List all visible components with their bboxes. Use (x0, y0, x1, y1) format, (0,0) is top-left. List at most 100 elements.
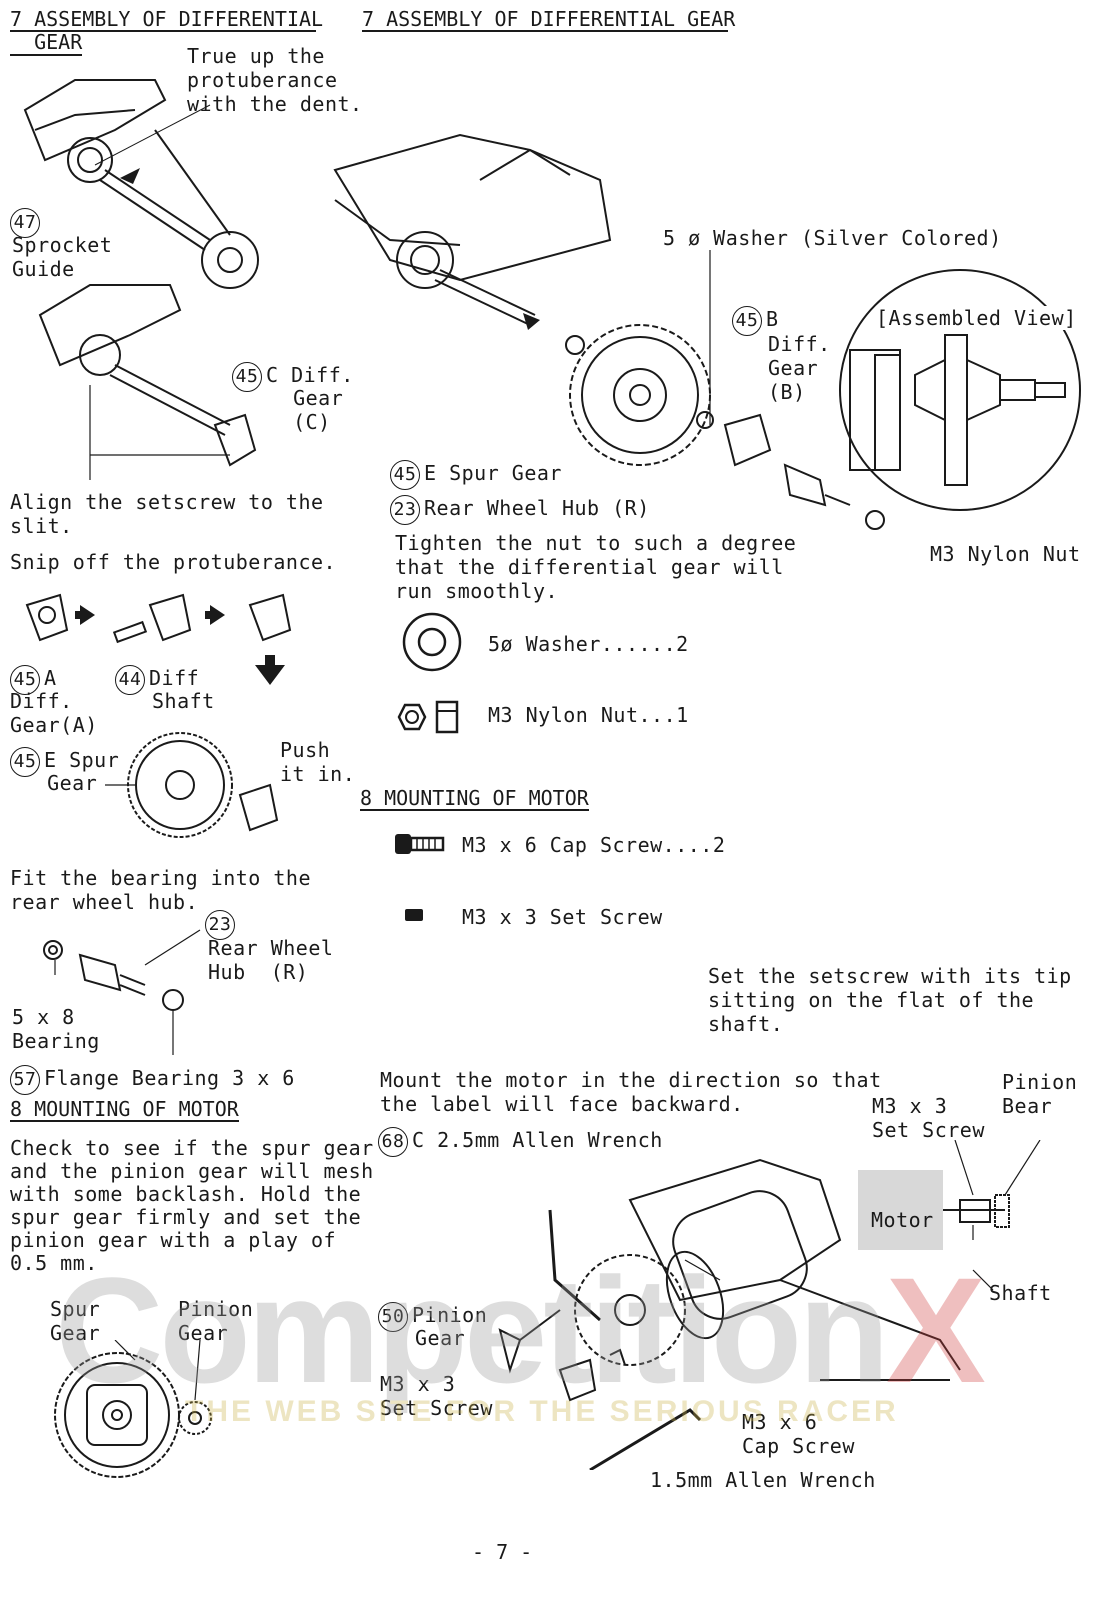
rear-hub-text: Rear Wheel Hub (R) (424, 496, 650, 520)
pinion-label-1: Pinion (178, 1297, 254, 1321)
pinion-bear-label-1: Pinion (1002, 1070, 1078, 1094)
part-number-45e: 45 (10, 747, 40, 777)
pinion-label-2: Gear (178, 1321, 229, 1345)
m3x3-label-1: M3 x 3 (872, 1094, 948, 1118)
push-note-1: Push (280, 738, 331, 762)
diff-gear-b-label-4: (B) (768, 380, 806, 404)
left-heading2: 8 MOUNTING OF MOTOR (10, 1097, 239, 1122)
diff-gear-c-label-3: (C) (268, 410, 331, 434)
check-note-3: with some backlash. Hold the (10, 1182, 362, 1206)
diff-gear-b-letter: B (766, 307, 779, 331)
small-wrench-label: 1.5mm Allen Wrench (650, 1468, 876, 1492)
diff-gear-a-letter: A (44, 666, 57, 690)
nylon-nut-label: M3 Nylon Nut (930, 542, 1081, 566)
part-number-57: 57 (10, 1065, 40, 1095)
diff-gear-a-label-3: Gear(A) (10, 713, 98, 737)
left-heading-line1: 7 ASSEMBLY OF DIFFERENTIAL (10, 7, 324, 32)
spur-e-label-2: Gear (22, 771, 98, 795)
m3x3-label-2: Set Screw (872, 1118, 985, 1142)
part-number-45c: 45 (232, 362, 262, 392)
differential-exploded-figure (333, 133, 885, 530)
shaft-label: Shaft (989, 1281, 1052, 1305)
bearing-note-1: Fit the bearing into the (10, 866, 311, 890)
spur-pinion-mesh-figure (54, 1340, 212, 1478)
note-protuberance-2: protuberance (187, 68, 338, 92)
part-number-47: 47 (10, 208, 40, 238)
m3x3-lower-label-1: M3 x 3 (380, 1372, 456, 1396)
mount-note-2: the label will face backward. (380, 1092, 744, 1116)
note-protuberance-1: True up the (187, 44, 325, 68)
diff-shaft-label-2: Shaft (152, 689, 215, 713)
hub-bearing-figure (43, 929, 201, 1055)
m3x3-lower-label-2: Set Screw (380, 1396, 493, 1420)
setscrew-note-1: Set the setscrew with its tip (708, 964, 1072, 988)
hub-num: 23 (205, 910, 239, 940)
check-note-2: and the pinion gear will mesh (10, 1159, 374, 1183)
bearing-label-2: Bearing (12, 1029, 100, 1053)
cap-screw-qty: M3 x 6 Cap Screw....2 (462, 833, 726, 857)
washer-label: 5 ø Washer (Silver Colored) (663, 226, 1002, 250)
sprocket-assembly-figure (23, 79, 259, 289)
right-heading2: 8 MOUNTING OF MOTOR (360, 786, 589, 811)
check-note-1: Check to see if the spur gear (10, 1136, 374, 1160)
washer-qty: 5ø Washer......2 (488, 632, 689, 656)
snip-note: Snip off the protuberance. (10, 550, 337, 574)
part-number-45a: 45 (10, 665, 40, 695)
sprocket-guide-label-1: Sprocket (12, 233, 113, 257)
pinion-bear-label-2: Bear (1002, 1094, 1053, 1118)
motor-detail-figure (858, 1140, 1041, 1290)
align-note-2: slit. (10, 514, 73, 538)
flange-text: Flange Bearing 3 x 6 (44, 1066, 295, 1090)
diff-gear-a-label-2: Diff. (10, 689, 73, 713)
setscrew-note-2: sitting on the flat of the (708, 988, 1035, 1012)
sprocket-guide-label-2: Guide (12, 257, 75, 281)
spur-e-text: E Spur (44, 748, 120, 772)
sprocket-guide-num: 47 (10, 208, 44, 238)
cap-screw-label-1: M3 x 6 (742, 1410, 818, 1434)
part-number-50: 50 (378, 1302, 408, 1332)
spur-label-1: Spur (50, 1297, 101, 1321)
motor-mounting-figure (498, 1158, 961, 1470)
part-number-45e-right: 45 (390, 460, 420, 490)
tighten-note-3: run smoothly. (395, 579, 559, 603)
push-note-2: it in. (280, 762, 356, 786)
nylon-nut-qty: M3 Nylon Nut...1 (488, 703, 689, 727)
setscrew-note-3: shaft. (708, 1012, 784, 1036)
check-note-4: spur gear firmly and set the (10, 1205, 362, 1229)
spur-gear-push-figure (105, 732, 279, 838)
cap-screw-icon (395, 834, 445, 854)
set-screw-icon (405, 909, 423, 921)
diff-gear-c-label-2: Gear (268, 386, 344, 410)
note-protuberance-3: with the dent. (187, 92, 363, 116)
bearing-label-1: 5 x 8 (12, 1005, 75, 1029)
left-heading-gear: GEAR (10, 30, 83, 56)
set-screw-qty: M3 x 3 Set Screw (462, 905, 663, 929)
bearing-note-2: rear wheel hub. (10, 890, 199, 914)
page-number: - 7 - (472, 1540, 533, 1564)
nylon-nut-icon (397, 700, 459, 734)
right-heading: 7 ASSEMBLY OF DIFFERENTIAL GEAR (362, 7, 736, 32)
pinion-gear-text: Pinion (412, 1303, 488, 1327)
tighten-note-1: Tighten the nut to such a degree (395, 531, 797, 555)
part-number-68: 68 (378, 1127, 408, 1157)
tighten-note-2: that the differential gear will (395, 555, 784, 579)
check-note-5: pinion gear with a play of (10, 1228, 337, 1252)
part-number-23: 23 (205, 910, 235, 940)
part-number-45b: 45 (732, 306, 762, 336)
assembled-view-label: [Assembled View] (876, 306, 1077, 330)
part-number-44: 44 (115, 665, 145, 695)
spur-label-2: Gear (50, 1321, 101, 1345)
part-number-23-right: 23 (390, 495, 420, 525)
hub-label-2: Hub (R) (208, 960, 309, 984)
align-note-1: Align the setscrew to the (10, 490, 324, 514)
diff-gear-c-figure (38, 284, 257, 480)
cap-screw-label-2: Cap Screw (742, 1434, 855, 1458)
